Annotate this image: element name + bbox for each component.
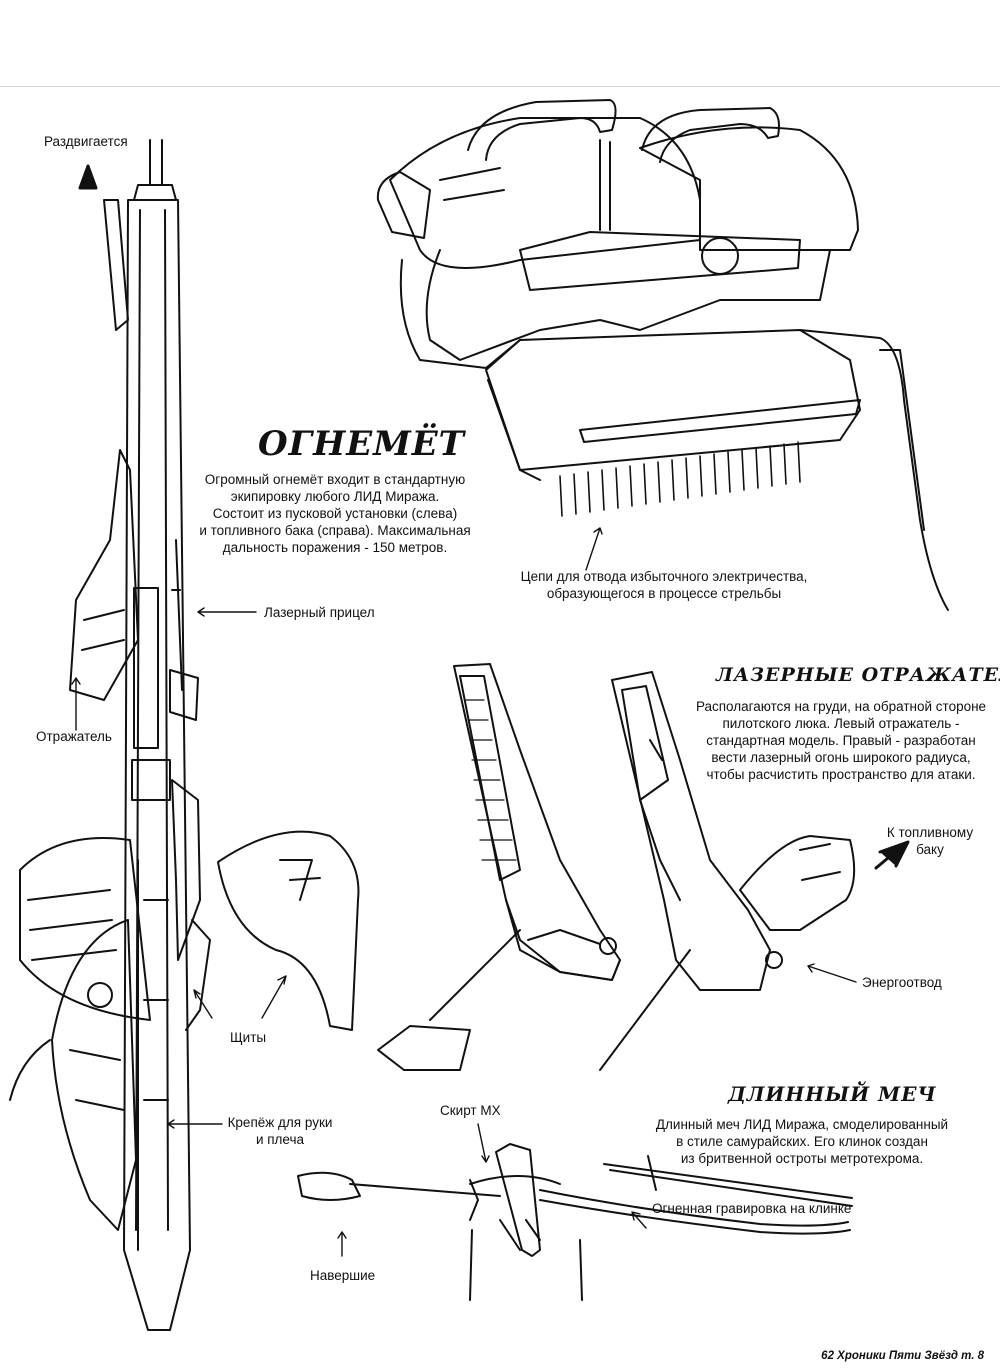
engraving-label: Огненная гравировка на клинке [652, 1201, 852, 1216]
flamethrower-illustration [376, 99, 949, 611]
shield-illustration [217, 830, 360, 1031]
flamethrower-description-line: дальность поражения - 150 метров. [222, 540, 448, 555]
extends-label: Раздвигается [44, 134, 128, 149]
fuel-tank-label-line: баку [916, 842, 944, 857]
skirt-label: Скирт МХ [440, 1103, 501, 1118]
flamethrower-description: Огромный огнемёт входит в стандартную эк… [190, 471, 480, 556]
sword-description: Длинный меч ЛИД Миража, смоделированный … [640, 1116, 964, 1167]
top-rule [0, 86, 1000, 87]
sword-description-line: Длинный меч ЛИД Миража, смоделированный [655, 1117, 949, 1132]
reflectors-description-line: пилотского люка. Левый отражатель - [722, 716, 960, 731]
sword-illustration [297, 1143, 853, 1301]
chains-label-line: Цепи для отвода избыточного электричеств… [520, 569, 808, 584]
mount-label: Крепёж для руки и плеча [220, 1114, 340, 1148]
annotation-arrows [71, 164, 910, 1257]
reflectors-description-line: вести лазерный огонь широкого радиуса, [711, 750, 971, 765]
flamethrower-title: ОГНЕМЁТ [258, 424, 465, 464]
reflectors-description-line: Располагаются на груди, на обратной стор… [695, 699, 987, 714]
flamethrower-description-line: и топливного бака (справа). Максимальная [199, 523, 471, 538]
sword-description-line: из бритвенной остроты метротехрома. [680, 1151, 924, 1166]
pommel-label: Навершие [310, 1268, 376, 1283]
fuel-tank-label-line: К топливному [886, 825, 974, 840]
chains-label: Цепи для отвода избыточного электричеств… [504, 568, 824, 602]
page-footer: 62 Хроники Пяти Звёзд т. 8 [821, 1350, 984, 1362]
fuel-tank-label: К топливному баку [880, 824, 980, 858]
reflectors-description-line: чтобы расчистить пространство для атаки. [706, 767, 976, 782]
shields-label: Щиты [230, 1030, 267, 1045]
reflector-label: Отражатель [36, 729, 112, 744]
flamethrower-description-line: экипировку любого ЛИД Миража. [230, 489, 440, 504]
energy-outlet-label: Энергоотвод [862, 975, 942, 990]
reflectors-description: Располагаются на груди, на обратной стор… [688, 698, 994, 783]
flamethrower-description-line: Состоит из пусковой установки (слева) [212, 506, 458, 521]
launcher-illustration [9, 139, 211, 1331]
sword-description-line: в стиле самурайских. Его клинок создан [676, 1134, 928, 1149]
reflectors-title: ЛАЗЕРНЫЕ ОТРАЖАТЕЛИ [716, 664, 1000, 686]
chains-label-line: образующегося в процессе стрельбы [546, 586, 782, 601]
mount-label-line: Крепёж для руки [227, 1115, 333, 1130]
sword-title: ДЛИННЫЙ МЕЧ [728, 1082, 937, 1106]
flamethrower-description-line: Огромный огнемёт входит в стандартную [204, 472, 466, 487]
laser-sight-label: Лазерный прицел [264, 605, 375, 620]
reflectors-description-line: стандартная модель. Правый - разработан [706, 733, 976, 748]
left-reflector-illustration [377, 663, 621, 1071]
right-reflector-illustration [599, 671, 856, 1071]
mount-label-line: и плеча [255, 1132, 305, 1147]
